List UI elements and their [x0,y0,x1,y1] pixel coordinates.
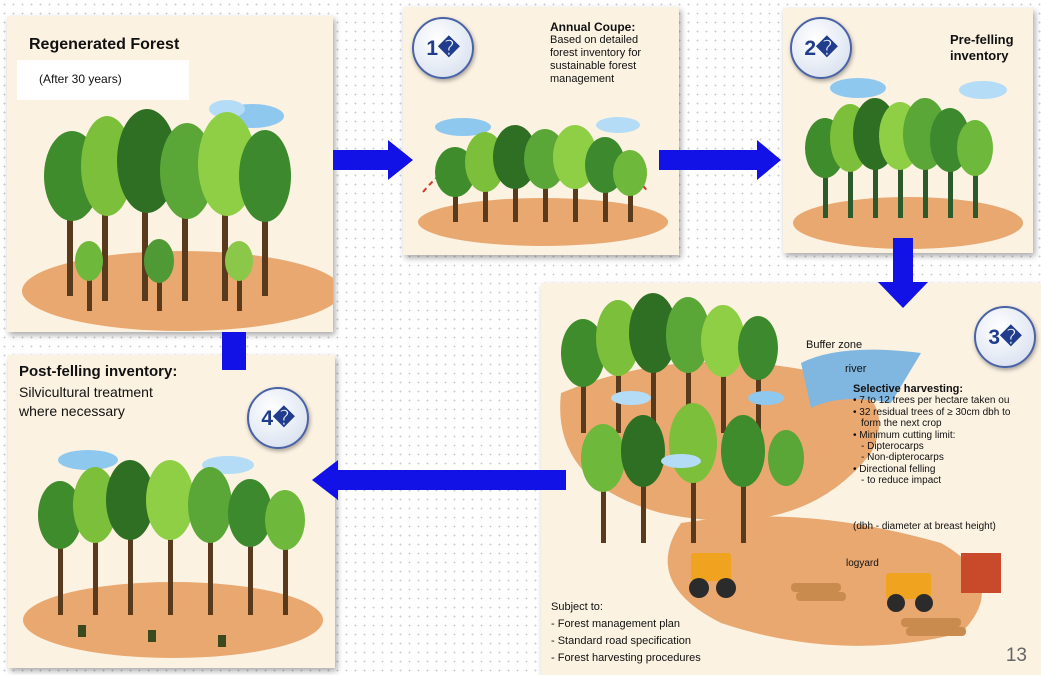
arrow-2-to-3 [659,140,781,180]
harvest-bullet-3a: - Dipterocarps [861,441,924,452]
post-felling-illustration [23,450,323,658]
harvest-bullet-3: • Minimum cutting limit: [853,430,956,441]
step-3-badge: 3� [974,306,1036,368]
subject-item-2: - Standard road specification [551,635,692,647]
selective-harvesting-title: Selective harvesting: [853,383,964,395]
regenerated-forest-panel: Regenerated Forest (After 30 years) [7,16,333,332]
regenerated-forest-illustration [22,100,333,331]
post-felling-line-1: Silvicultural treatment [19,384,153,400]
annual-coupe-line-2: forest inventory for [550,47,642,59]
arrow-1-to-2 [333,140,413,180]
harvest-bullet-4: • Directional felling [853,464,936,475]
regenerated-subtitle: (After 30 years) [39,72,122,86]
regenerated-title: Regenerated Forest [29,36,180,53]
slide-number: 13 [1005,645,1027,666]
annual-coupe-title: Annual Coupe: [550,20,636,34]
annual-coupe-illustration [418,117,668,246]
annual-coupe-line-3: sustainable forest [550,60,637,72]
harvest-bullet-4a: - to reduce impact [861,475,942,486]
post-felling-title: Post-felling inventory: [19,363,178,380]
post-felling-line-2: where necessary [19,403,125,419]
arrow-3-down [878,238,928,308]
step-1-badge: 1� [412,17,474,79]
buffer-zone-label: Buffer zone [806,339,863,351]
harvest-bullet-2: • 32 residual trees of ≥ 30cm dbh to [853,407,1011,418]
harvest-bullet-2-cont: form the next crop [861,418,942,429]
subject-item-1: - Forest management plan [551,618,681,630]
harvest-bullet-3b: - Non-dipterocarps [861,452,944,463]
harvest-bullet-1: • 7 to 12 trees per hectare taken ou [853,395,1010,406]
subject-to-label: Subject to: [551,601,603,613]
pre-felling-title: Pre-felling [950,32,1014,47]
harvest-bullet-3-text: Minimum cutting limit: [859,430,956,441]
arrow-up-connector [222,332,246,370]
harvesting-illustration [560,293,1001,646]
logyard-label: logyard [846,558,879,569]
regenerated-subtitle-box [17,60,189,100]
harvest-bullet-2-text: 32 residual trees of ≥ 30cm dbh to [859,407,1011,418]
step-4-badge: 4� [247,387,309,449]
pre-felling-title-2: inventory [950,48,1009,63]
pre-felling-illustration [793,78,1023,249]
harvest-bullet-4-text: Directional felling [859,464,936,475]
harvesting-panel: Buffer zone river Selective harvesting: … [541,283,1041,675]
arrow-4-left [312,460,566,500]
annual-coupe-line-1: Based on detailed [550,34,639,46]
subject-item-3: - Forest harvesting procedures [551,652,701,664]
harvest-bullet-1-text: 7 to 12 trees per hectare taken ou [859,395,1010,406]
river-label: river [845,363,867,375]
annual-coupe-line-4: management [550,73,615,85]
dbh-note: (dbh - diameter at breast height) [853,521,996,532]
step-2-badge: 2� [790,17,852,79]
